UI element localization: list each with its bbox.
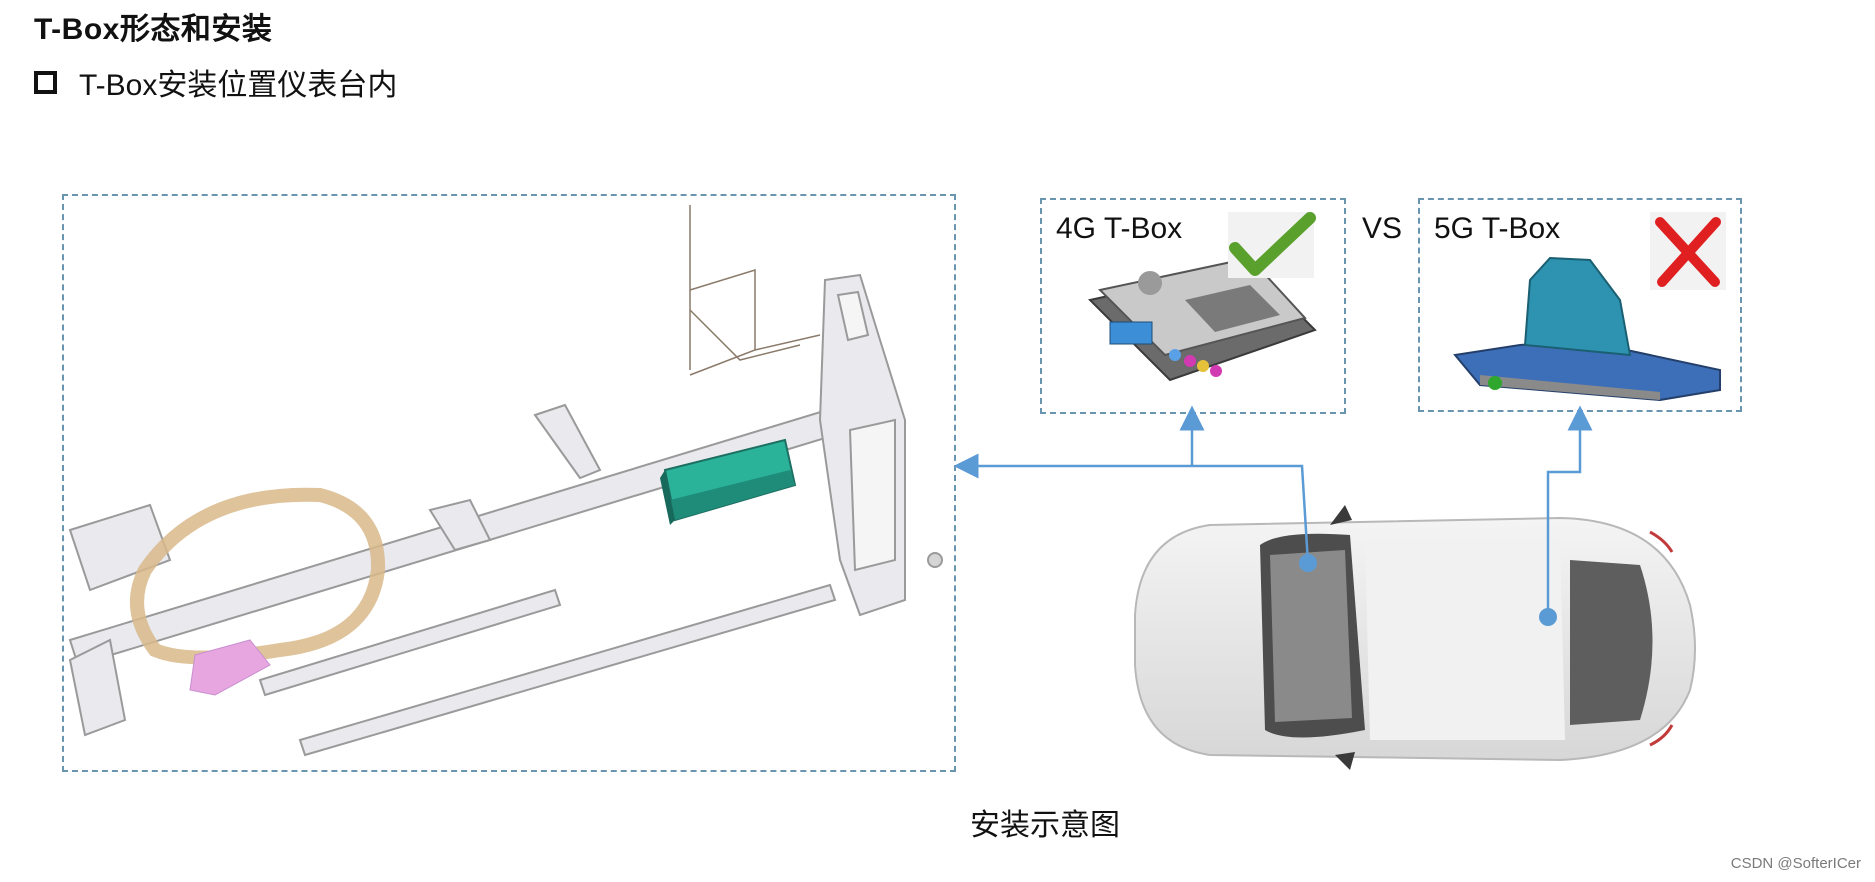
diagram-caption: 安装示意图 [970,809,1120,842]
tbox-4g-label: 4G T-Box [1056,212,1183,245]
dashboard-beam-drawing [68,205,943,757]
connector-arrows [953,405,1593,626]
vs-label: VS [1362,212,1403,245]
page-title: T-Box形态和安装 [34,13,273,46]
dashboard-diagram-frame [62,194,956,772]
tbox-4g-module [1087,256,1317,382]
tbox-5g-label: 5G T-Box [1434,212,1561,245]
steering-wheel [130,487,386,665]
tbox-5g-module [1453,256,1721,402]
cross-icon [1650,212,1726,290]
axis-gizmo [689,205,821,376]
pink-bracket [189,639,271,696]
bullet-item: T-Box安装位置仪表台内 [34,60,397,104]
watermark: CSDN @SofterICer [1730,855,1861,872]
bullet-text: T-Box安装位置仪表台内 [79,69,398,102]
installed-tbox [660,438,797,525]
check-icon [1228,212,1316,278]
square-bullet-icon [34,70,57,94]
car-top-view [1134,505,1696,770]
